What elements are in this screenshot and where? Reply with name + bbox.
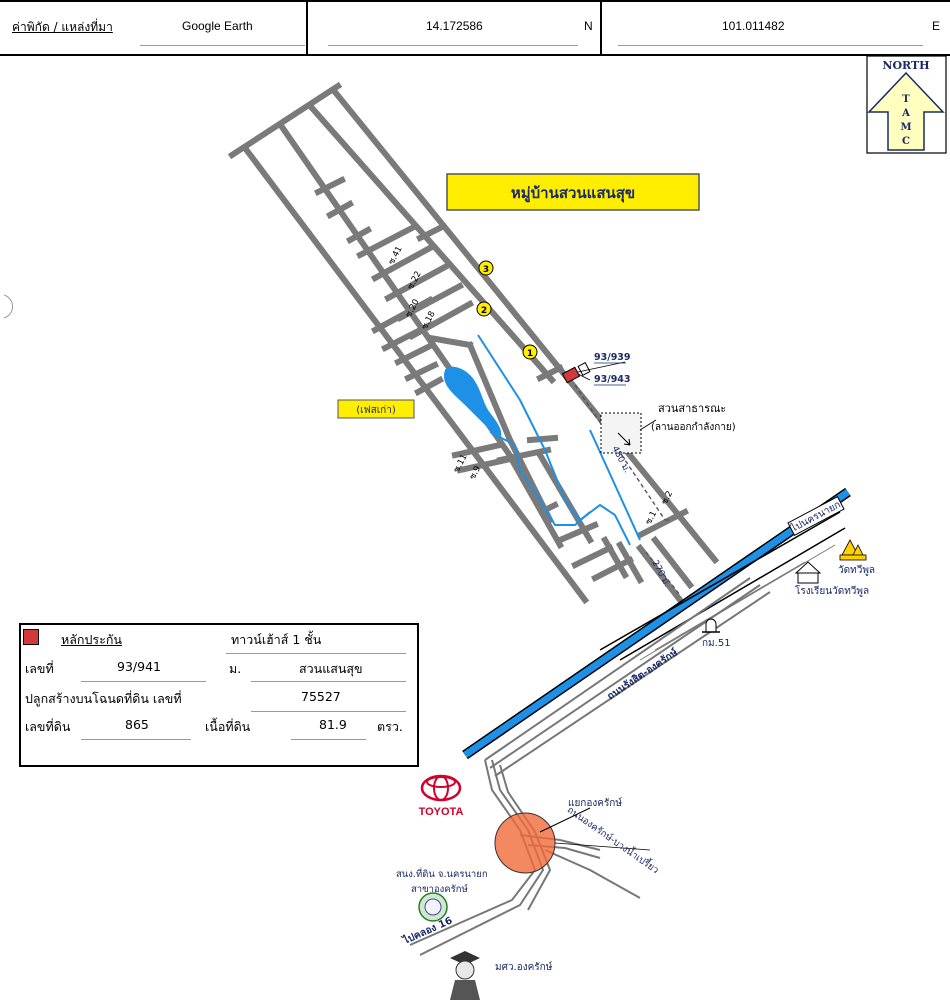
to-nakhon-nayok-sign <box>787 495 845 537</box>
phase-box <box>337 399 415 419</box>
deed-value: 75527 <box>301 689 341 704</box>
land-office-label-2: สาขาองครักษ์ <box>411 883 468 895</box>
north-arrow: NORTH T A M C <box>866 56 947 154</box>
deed-label: ปลูกสร้างบนโฉนดที่ดิน เลขที่ <box>25 691 182 706</box>
longitude-direction: E <box>932 19 941 33</box>
to-nakhon-nayok: ไปนครนายก <box>788 498 843 535</box>
marker-3: 3 <box>478 260 494 276</box>
latitude-value: 14.172586 <box>426 19 483 33</box>
svg-text:1: 1 <box>527 349 533 359</box>
svg-text:NORTH: NORTH <box>882 59 929 72</box>
university-label: มศว.องครักษ์ <box>495 961 553 973</box>
land-no-label: เลขที่ดิน <box>25 719 71 734</box>
temple-label: วัดทวีพูล <box>838 564 875 576</box>
village-roads <box>227 81 720 605</box>
longitude-value: 101.011482 <box>722 19 785 33</box>
village-pond <box>444 334 641 546</box>
moo-value: สวนแสนสุข <box>299 661 363 676</box>
longitude-cell: 101.011482 E <box>602 2 950 54</box>
public-park <box>600 412 657 454</box>
marker-2: 2 <box>476 301 492 317</box>
latitude-cell: 14.172586 N <box>308 2 602 54</box>
property-plots <box>561 361 626 384</box>
svg-text:3: 3 <box>483 265 489 275</box>
source-label: ค่าพิกัด / แหล่งที่มา <box>12 20 113 34</box>
source-value: Google Earth <box>182 19 253 33</box>
km-marker <box>702 618 720 633</box>
collateral-info-box: หลักประกัน ทาวน์เฮ้าส์ 1 ชั้น เลขที่ 93/… <box>19 623 419 767</box>
park-label: สวนสาธารณะ <box>658 402 726 415</box>
toyota-logo-icon <box>420 774 462 802</box>
km-label: กม.51 <box>702 638 731 649</box>
svg-text:T: T <box>902 94 910 105</box>
collateral-value: ทาวน์เฮ้าส์ 1 ชั้น <box>231 632 322 647</box>
no-value: 93/941 <box>117 659 161 674</box>
graduate-icon <box>450 951 480 1000</box>
area-label: เนื้อที่ดิน <box>205 719 251 734</box>
location-map: 93/939 93/943 สวนสาธารณะ (ลานออกกำลังกาย… <box>3 56 947 1000</box>
school-label: โรงเรียนวัดทวีพูล <box>795 584 869 597</box>
land-no-value: 865 <box>125 717 149 732</box>
no-label: เลขที่ <box>25 661 54 676</box>
moo-label: ม. <box>229 661 242 676</box>
marker-1: 1 <box>522 344 538 360</box>
latitude-direction: N <box>584 19 593 33</box>
plot-label-939: 93/939 <box>594 352 631 363</box>
svg-text:M: M <box>900 122 911 133</box>
junction-circle <box>494 812 556 874</box>
distance-270m: 270 ม. <box>649 559 671 589</box>
plot-label-943: 93/943 <box>594 374 631 385</box>
collateral-swatch <box>23 629 39 645</box>
source-cell: ค่าพิกัด / แหล่งที่มา Google Earth <box>0 2 308 54</box>
land-office-seal-icon <box>418 892 448 922</box>
route-dashed <box>574 384 681 596</box>
area-unit: ตรว. <box>377 719 403 734</box>
collateral-label: หลักประกัน <box>61 632 122 647</box>
svg-text:C: C <box>902 136 910 147</box>
main-road <box>462 487 851 777</box>
village-title: หมู่บ้านสวนแสนสุข <box>511 184 635 203</box>
village-title-box <box>446 173 700 211</box>
phase-label: (เฟสเก่า) <box>356 405 396 416</box>
school-icon <box>794 561 822 584</box>
temple-icon <box>839 539 867 561</box>
toyota-label: TOYOTA <box>419 806 464 818</box>
coordinates-header: ค่าพิกัด / แหล่งที่มา Google Earth 14.17… <box>0 0 950 56</box>
land-office-label-1: สนง.ที่ดิน จ.นครนายก <box>396 867 488 880</box>
park-sublabel: (ลานออกกำลังกาย) <box>651 422 736 433</box>
junction-label: แยกองครักษ์ <box>568 797 622 809</box>
svg-text:A: A <box>901 108 910 119</box>
svg-text:2: 2 <box>481 306 487 316</box>
area-value: 81.9 <box>319 717 347 732</box>
